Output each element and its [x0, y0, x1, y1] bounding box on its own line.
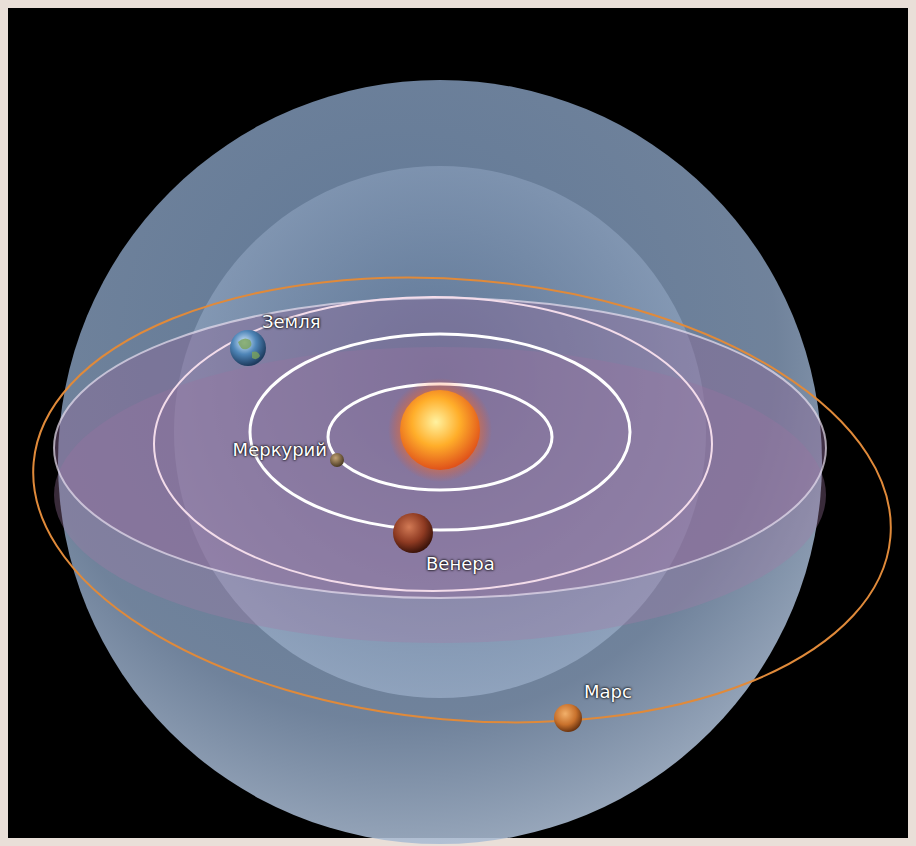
earth-planet	[230, 330, 266, 366]
venus-planet	[393, 513, 433, 553]
planet-label: Венера	[426, 554, 495, 574]
sun-glow	[388, 378, 492, 482]
earth-orbit	[154, 297, 712, 591]
mars-planet	[554, 704, 582, 732]
sun	[400, 390, 480, 470]
mars-orbit	[14, 243, 909, 756]
planet-label: Меркурий	[233, 440, 327, 460]
ecliptic-plane	[54, 298, 826, 598]
planet-label: Марс	[584, 682, 632, 702]
mercury-planet	[330, 453, 344, 467]
venus-orbit	[250, 334, 630, 530]
earth-continents	[238, 338, 260, 359]
planet-label: Земля	[262, 312, 321, 332]
